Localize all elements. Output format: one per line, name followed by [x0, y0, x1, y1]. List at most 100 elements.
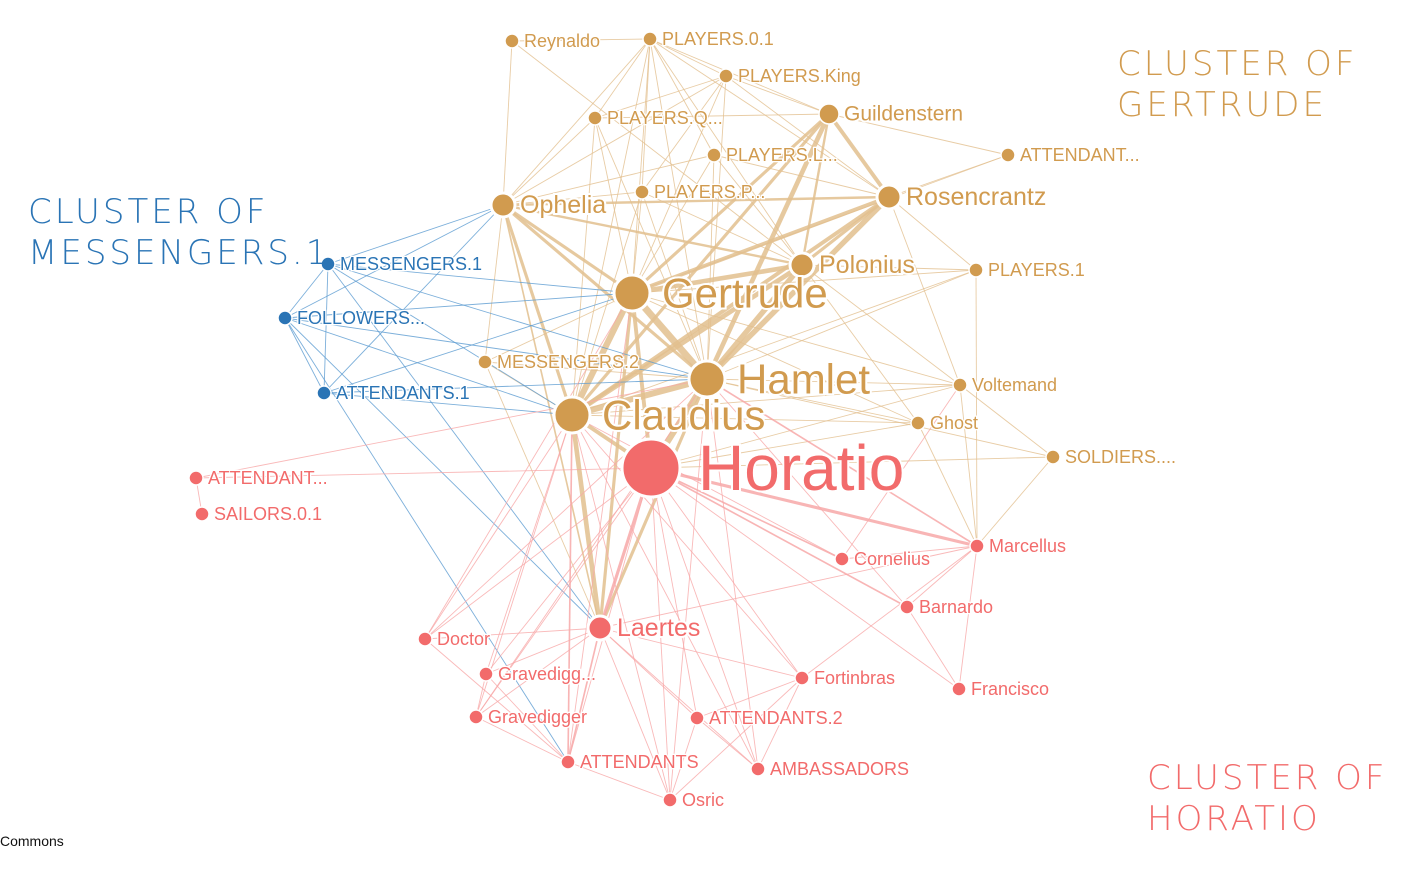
- node-circle-PLAYERS.1[interactable]: [968, 262, 984, 278]
- node-circle-Claudius[interactable]: [552, 395, 592, 435]
- node-PLAYERS.1[interactable]: PLAYERS.1: [968, 259, 1086, 281]
- node-circle-Ghost[interactable]: [910, 415, 926, 431]
- edge-Fortinbras-Claudius: [571, 414, 803, 679]
- node-Gertrude[interactable]: Gertrude: [612, 268, 830, 319]
- node-circle-Guildenstern[interactable]: [818, 103, 840, 125]
- node-ATTENDANT.G[interactable]: ATTENDANT...: [1000, 144, 1141, 166]
- node-MESSENGERS.1[interactable]: MESSENGERS.1: [320, 253, 483, 275]
- node-circle-Reynaldo[interactable]: [504, 33, 520, 49]
- node-ATTENDANT.H[interactable]: ATTENDANT...: [188, 467, 329, 489]
- node-circle-ATTENDANTS[interactable]: [560, 754, 576, 770]
- node-circle-Doctor[interactable]: [417, 631, 433, 647]
- node-circle-Gertrude[interactable]: [612, 273, 652, 313]
- node-PLAYERS.Q[interactable]: PLAYERS.Q...: [587, 107, 724, 129]
- node-SAILORS.0.1[interactable]: SAILORS.0.1: [194, 503, 323, 525]
- node-circle-Horatio[interactable]: [620, 437, 682, 499]
- node-Reynaldo[interactable]: Reynaldo: [504, 30, 601, 52]
- node-Gravedigg[interactable]: Gravedigg...: [478, 663, 597, 685]
- node-label-SAILORS.0.1: SAILORS.0.1: [214, 504, 322, 524]
- node-circle-PLAYERS.P[interactable]: [634, 184, 650, 200]
- node-label-ATTENDANTS: ATTENDANTS: [580, 752, 699, 772]
- edge-PLAYERS.0.1-PLAYERS.King: [649, 38, 727, 77]
- node-Gravedigger[interactable]: Gravedigger: [468, 706, 588, 728]
- edge-Claudius-Rosencrantz: [570, 195, 891, 417]
- edge-PLAYERS.Q-Guildenstern: [594, 113, 830, 119]
- node-Guildenstern[interactable]: Guildenstern: [818, 101, 965, 128]
- node-Polonius[interactable]: Polonius: [788, 249, 917, 281]
- node-circle-FOLLOWERS[interactable]: [277, 310, 293, 326]
- node-circle-ATTENDANT.G[interactable]: [1000, 147, 1016, 163]
- node-Laertes[interactable]: Laertes: [586, 612, 702, 644]
- node-circle-Gravedigg[interactable]: [478, 666, 494, 682]
- node-Voltemand[interactable]: Voltemand: [952, 374, 1058, 396]
- node-Claudius[interactable]: Claudius: [552, 390, 767, 441]
- node-ATTENDANTS[interactable]: ATTENDANTS: [560, 751, 700, 773]
- node-circle-Osric[interactable]: [662, 792, 678, 808]
- node-circle-ATTENDANTS.2[interactable]: [689, 710, 705, 726]
- node-circle-MESSENGERS.2[interactable]: [477, 354, 493, 370]
- node-circle-PLAYERS.0.1[interactable]: [642, 31, 658, 47]
- node-circle-PLAYERS.Q[interactable]: [587, 110, 603, 126]
- node-PLAYERS.King[interactable]: PLAYERS.King: [718, 65, 862, 87]
- node-circle-SOLDIERS[interactable]: [1045, 449, 1061, 465]
- node-circle-Francisco[interactable]: [951, 681, 967, 697]
- edge-MESSENGERS.1-ATTENDANTS.1: [323, 263, 329, 394]
- node-label-Cornelius: Cornelius: [854, 549, 930, 569]
- node-Doctor[interactable]: Doctor: [417, 628, 491, 650]
- node-Barnardo[interactable]: Barnardo: [899, 596, 994, 618]
- edge-ATTENDANTS.2-Osric: [669, 717, 698, 801]
- node-circle-Gravedigger[interactable]: [468, 709, 484, 725]
- node-Fortinbras[interactable]: Fortinbras: [794, 667, 896, 689]
- node-circle-AMBASSADORS[interactable]: [750, 761, 766, 777]
- node-circle-Ophelia[interactable]: [489, 191, 517, 219]
- node-circle-Voltemand[interactable]: [952, 377, 968, 393]
- node-Osric[interactable]: Osric: [662, 789, 725, 811]
- node-circle-SAILORS.0.1[interactable]: [194, 506, 210, 522]
- node-circle-Rosencrantz[interactable]: [875, 183, 903, 211]
- node-FOLLOWERS[interactable]: FOLLOWERS...: [277, 307, 426, 329]
- edge-PLAYERS.1-Hamlet: [706, 269, 977, 380]
- node-circle-Hamlet[interactable]: [687, 359, 727, 399]
- node-circle-PLAYERS.L[interactable]: [706, 147, 722, 163]
- node-ATTENDANTS.2[interactable]: ATTENDANTS.2: [689, 707, 844, 729]
- node-Ophelia[interactable]: Ophelia: [489, 189, 608, 221]
- node-circle-MESSENGERS.1[interactable]: [320, 256, 336, 272]
- edge-Polonius-PLAYERS.1: [801, 264, 977, 271]
- node-ATTENDANTS.1[interactable]: ATTENDANTS.1: [316, 382, 471, 404]
- node-label-ATTENDANT.H: ATTENDANT...: [208, 468, 328, 488]
- edge-Laertes-Fortinbras: [599, 627, 803, 679]
- node-PLAYERS.L[interactable]: PLAYERS.L...: [706, 144, 839, 166]
- node-Hamlet[interactable]: Hamlet: [687, 354, 872, 405]
- node-AMBASSADORS[interactable]: AMBASSADORS: [750, 758, 910, 780]
- node-circle-Cornelius[interactable]: [834, 551, 850, 567]
- node-circle-ATTENDANT.H[interactable]: [188, 470, 204, 486]
- node-Francisco[interactable]: Francisco: [951, 678, 1050, 700]
- node-MESSENGERS.2[interactable]: MESSENGERS.2: [477, 351, 640, 373]
- node-SOLDIERS[interactable]: SOLDIERS....: [1045, 446, 1177, 468]
- node-PLAYERS.P[interactable]: PLAYERS.P...: [634, 181, 767, 203]
- edge-Horatio-Doctor: [424, 467, 652, 640]
- edge-layer: [195, 38, 1054, 801]
- node-Cornelius[interactable]: Cornelius: [834, 548, 931, 570]
- node-Ghost[interactable]: Ghost: [910, 412, 979, 434]
- edge-PLAYERS.L-Ophelia: [502, 154, 715, 206]
- edge-ATTENDANT.H-Hamlet: [195, 378, 708, 479]
- node-label-Ghost: Ghost: [930, 413, 978, 433]
- node-circle-Fortinbras[interactable]: [794, 670, 810, 686]
- node-circle-Polonius[interactable]: [788, 251, 816, 279]
- node-circle-Laertes[interactable]: [586, 614, 614, 642]
- node-Horatio[interactable]: Horatio: [620, 430, 906, 506]
- node-PLAYERS.0.1[interactable]: PLAYERS.0.1: [642, 28, 775, 50]
- node-circle-Marcellus[interactable]: [969, 538, 985, 554]
- node-label-Francisco: Francisco: [971, 679, 1049, 699]
- node-circle-Barnardo[interactable]: [899, 599, 915, 615]
- edge-Horatio-Francisco: [650, 467, 960, 690]
- node-Rosencrantz[interactable]: Rosencrantz: [875, 181, 1048, 213]
- node-circle-PLAYERS.King[interactable]: [718, 68, 734, 84]
- node-circle-ATTENDANTS.1[interactable]: [316, 385, 332, 401]
- edge-Fortinbras-Osric: [669, 677, 803, 801]
- edge-FOLLOWERS-ATTENDANTS: [284, 317, 569, 763]
- node-Marcellus[interactable]: Marcellus: [969, 535, 1067, 557]
- edge-SOLDIERS-Marcellus: [976, 456, 1054, 547]
- edge-Ghost-Claudius: [571, 414, 919, 424]
